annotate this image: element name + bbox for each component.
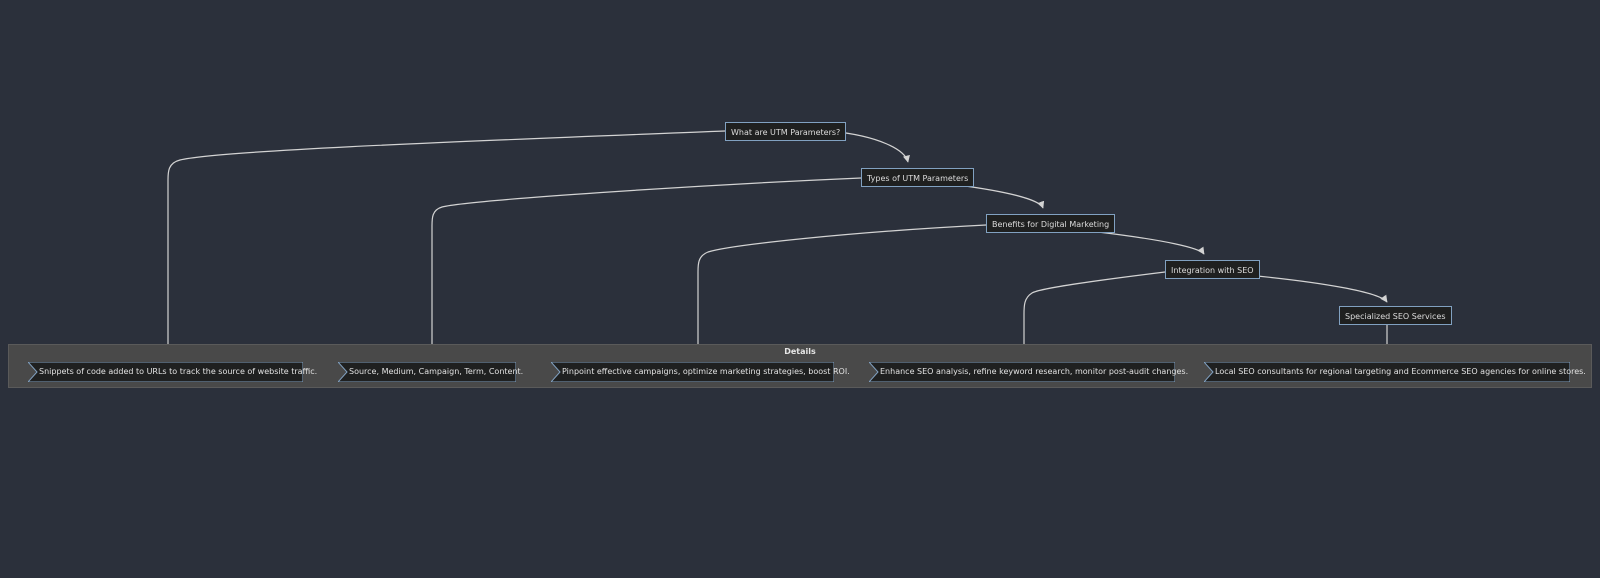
detail-node-shape <box>869 362 1175 382</box>
edge-benefits-seo <box>1097 231 1205 255</box>
detail-node-3: Pinpoint effective campaigns, optimize m… <box>551 362 850 382</box>
edge-types-benefits <box>957 184 1045 209</box>
detail-node-label: Snippets of code added to URLs to track … <box>39 367 318 376</box>
detail-node-shape <box>551 362 834 382</box>
detail-node-shape <box>28 362 303 382</box>
node-integration-with-seo: Integration with SEO <box>1165 260 1260 279</box>
node-benefits-for-digital-marketing: Benefits for Digital Marketing <box>986 214 1116 233</box>
edge-benefits-details-3 <box>694 224 987 359</box>
detail-node-label: Pinpoint effective campaigns, optimize m… <box>562 367 850 376</box>
edge-types-details-2 <box>428 177 862 359</box>
node-what-are-utm-parameters: What are UTM Parameters? <box>725 122 847 141</box>
edge-seo-services <box>1246 274 1388 303</box>
edge-seo-details-4 <box>1020 271 1166 359</box>
node-specialized-seo-services: Specialized SEO Services <box>1339 306 1452 325</box>
detail-node-shape <box>1204 362 1570 382</box>
detail-node-2: Source, Medium, Campaign, Term, Content. <box>338 362 523 382</box>
edge-layer <box>164 130 1391 359</box>
detail-node-label: Local SEO consultants for regional targe… <box>1215 367 1586 376</box>
detail-node-shape <box>338 362 516 382</box>
subgraph-title: Details <box>784 347 816 356</box>
detail-node-label: Source, Medium, Campaign, Term, Content. <box>349 367 524 376</box>
node-types-of-utm-parameters: Types of UTM Parameters <box>861 168 975 187</box>
detail-node-1: Snippets of code added to URLs to track … <box>28 362 317 382</box>
detail-node-4: Enhance SEO analysis, refine keyword res… <box>869 362 1188 382</box>
detail-node-5: Local SEO consultants for regional targe… <box>1204 362 1586 382</box>
detail-node-label: Enhance SEO analysis, refine keyword res… <box>880 367 1189 376</box>
edge-utm-details-1 <box>164 130 726 359</box>
